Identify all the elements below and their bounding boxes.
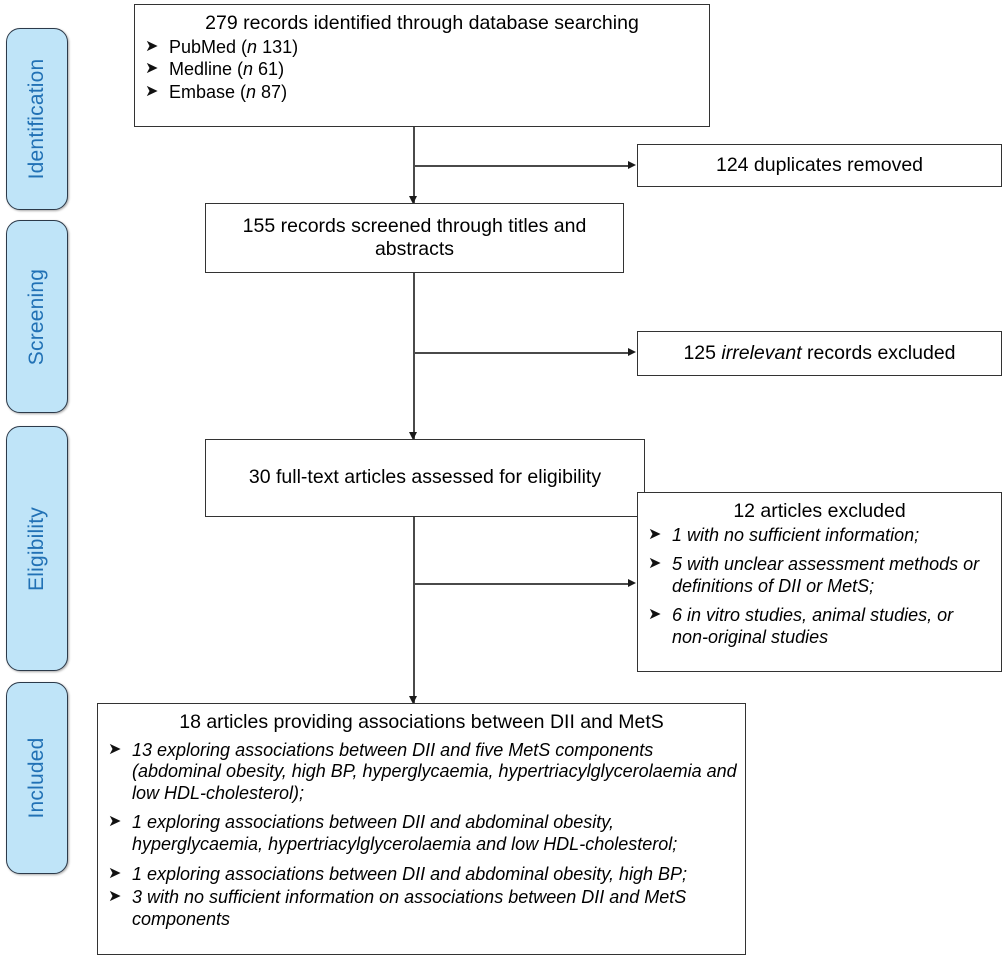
arrow-head-down-fulltext (409, 432, 417, 440)
bullet-arrow-icon: ➤ (145, 37, 159, 55)
box-articles-excluded-heading: 12 articles excluded (733, 500, 906, 522)
bullet-arrow-icon: ➤ (108, 864, 122, 882)
box-duplicates-removed-heading: 124 duplicates removed (715, 153, 924, 176)
source-pubmed: PubMed (n 131) (169, 36, 299, 57)
bullet-arrow-icon: ➤ (648, 606, 662, 624)
bullet-arrow-icon: ➤ (145, 60, 159, 78)
list-item: ➤ 5 with unclear assessment methods or d… (646, 554, 993, 597)
list-item: ➤ 6 in vitro studies, animal studies, or… (646, 605, 993, 648)
arrow-head-right-irrelevant (628, 348, 636, 356)
list-item: ➤ PubMed (n 131) (143, 37, 701, 59)
n-symbol: n (243, 59, 254, 80)
bullet-arrow-icon: ➤ (648, 525, 662, 543)
box-articles-excluded: 12 articles excluded ➤ 1 with no suffici… (637, 492, 1002, 672)
box-records-identified-sources: ➤ PubMed (n 131) ➤ Medline (n 61) ➤ Emba… (143, 37, 701, 104)
source-medline: Medline (n 61) (169, 59, 285, 80)
box-records-identified: 279 records identified through database … (134, 4, 710, 127)
box-irrelevant-excluded-heading: 125 irrelevant records excluded (683, 341, 956, 364)
arrow-head-right-excluded (628, 579, 636, 587)
connector-fulltext-to-included (413, 517, 415, 703)
box-articles-excluded-reasons: ➤ 1 with no sufficient information; ➤ 5 … (646, 525, 993, 649)
bullet-arrow-icon: ➤ (108, 740, 122, 758)
bullet-arrow-icon: ➤ (648, 555, 662, 573)
box-records-screened-heading: 155 records screened through titles and … (242, 214, 587, 260)
arrow-head-right-duplicates (628, 161, 636, 169)
arrow-head-down-included (409, 696, 417, 704)
emphasis-irrelevant: irrelevant (721, 341, 802, 364)
exclusion-reason-1: 1 with no sufficient information; (672, 524, 920, 545)
n-symbol: n (246, 81, 257, 102)
list-item: ➤ 1 exploring associations between DII a… (106, 812, 737, 855)
box-records-identified-heading: 279 records identified through database … (205, 12, 639, 34)
stage-tab-eligibility[interactable]: Eligibility (6, 426, 68, 671)
arrow-head-down-screened (409, 196, 417, 204)
list-item: ➤ 3 with no sufficient information on as… (106, 887, 737, 930)
box-articles-included-heading: 18 articles providing associations betwe… (179, 711, 664, 733)
connector-fulltext-to-excluded (413, 583, 629, 585)
included-detail-4: 3 with no sufficient information on asso… (132, 887, 687, 929)
list-item: ➤ 1 exploring associations between DII a… (106, 864, 737, 886)
stage-label-identification: Identification (25, 58, 48, 180)
box-records-screened: 155 records screened through titles and … (205, 203, 624, 273)
list-item: ➤ 13 exploring associations between DII … (106, 740, 737, 805)
n-symbol: n (247, 36, 258, 57)
stage-tab-included[interactable]: Included (6, 682, 68, 874)
included-detail-2: 1 exploring associations between DII and… (132, 812, 678, 854)
list-item: ➤ Medline (n 61) (143, 59, 701, 81)
source-embase: Embase (n 87) (169, 81, 288, 102)
exclusion-reason-2: 5 with unclear assessment methods or def… (672, 554, 980, 596)
bullet-arrow-icon: ➤ (108, 813, 122, 831)
connector-identified-to-duplicates (413, 165, 629, 167)
exclusion-reason-3: 6 in vitro studies, animal studies, or n… (672, 605, 954, 647)
box-fulltext-assessed: 30 full-text articles assessed for eligi… (205, 439, 645, 517)
included-detail-1: 13 exploring associations between DII an… (132, 739, 737, 803)
box-articles-included-breakdown: ➤ 13 exploring associations between DII … (106, 740, 737, 931)
stage-tab-screening[interactable]: Screening (6, 220, 68, 413)
bullet-arrow-icon: ➤ (145, 82, 159, 100)
stage-label-included: Included (25, 737, 48, 819)
list-item: ➤ 1 with no sufficient information; (646, 525, 993, 547)
list-item: ➤ Embase (n 87) (143, 82, 701, 104)
box-articles-included: 18 articles providing associations betwe… (97, 703, 746, 955)
included-detail-3: 1 exploring associations between DII and… (132, 863, 688, 884)
bullet-arrow-icon: ➤ (108, 888, 122, 906)
box-fulltext-assessed-heading: 30 full-text articles assessed for eligi… (248, 466, 602, 489)
connector-screened-to-irrelevant (413, 352, 629, 354)
box-duplicates-removed: 124 duplicates removed (637, 144, 1002, 187)
stage-label-eligibility: Eligibility (25, 506, 48, 591)
stage-tab-identification[interactable]: Identification (6, 28, 68, 210)
connector-screened-to-fulltext (413, 273, 415, 439)
box-irrelevant-excluded: 125 irrelevant records excluded (637, 331, 1002, 376)
stage-label-screening: Screening (25, 268, 48, 365)
